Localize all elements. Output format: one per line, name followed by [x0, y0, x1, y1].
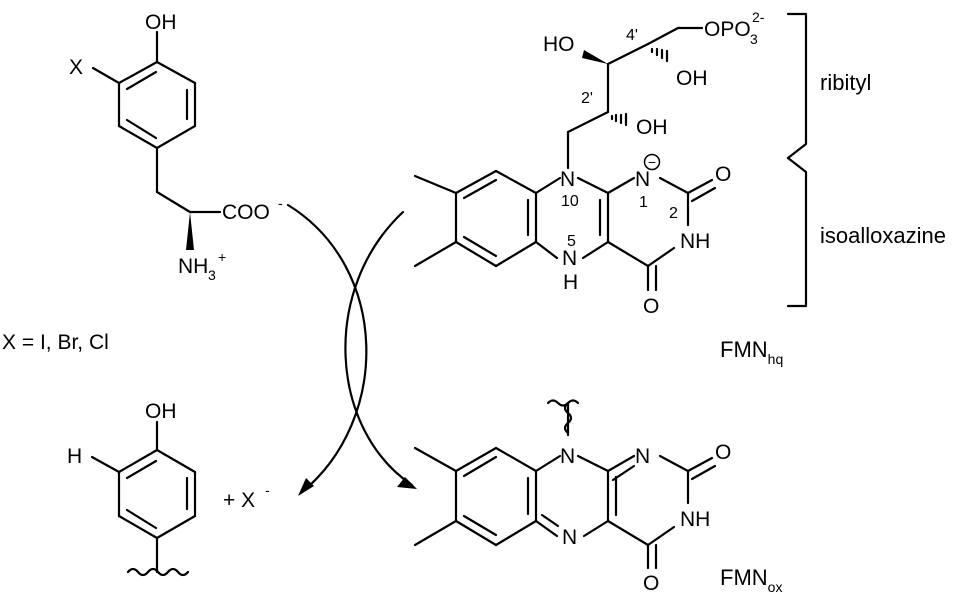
position-2: 2: [669, 205, 678, 222]
nh3-imide-label: NH: [680, 230, 710, 253]
n5-label: N: [562, 247, 577, 270]
ribityl-hash-bonds: [610, 47, 669, 127]
halogen-definition: X = I, Br, Cl: [2, 331, 109, 354]
product-oh-label: OH: [145, 400, 177, 423]
ribityl-chain-bonds: [566, 26, 704, 170]
fmn-arrowhead: [397, 477, 417, 489]
substrate-oh-label: OH: [145, 11, 177, 34]
fmnhq-to-fmnox-arrow: [344, 210, 414, 487]
product-wavy-bond: [126, 567, 190, 577]
phosphate-subscript: 3: [750, 31, 758, 47]
ox-nh-label: NH: [680, 508, 710, 531]
ox-n5-label: N: [562, 526, 577, 549]
isoalloxazine-label: isoalloxazine: [820, 223, 946, 248]
oh-mid-label: OH: [676, 67, 708, 90]
ox-c2-oxygen-label: O: [715, 441, 731, 464]
carboxylate-charge: -: [278, 195, 283, 211]
negative-charge-circle: [643, 153, 661, 171]
fmn-hq: HO OH OH OPO 3 2- 4' 2': [413, 9, 783, 367]
isoalloxazine-bracket: isoalloxazine: [786, 156, 946, 308]
ribityl-wedge: [582, 50, 608, 64]
substrate-ring-bonds: [91, 30, 222, 214]
substrate-arrowhead: [298, 478, 314, 496]
halotyrosine-substrate: OH X COO - NH 3 +: [69, 11, 283, 283]
tyrosine-product: OH H + X -: [67, 400, 270, 577]
wedge-bond: [186, 212, 194, 250]
ammonium-label: NH: [178, 255, 208, 278]
ox-c4-oxygen-label: O: [643, 572, 659, 595]
position-5: 5: [567, 233, 576, 250]
position-1: 1: [639, 194, 648, 211]
ammonium-subscript: 3: [208, 267, 216, 283]
phosphate-label: OPO: [704, 18, 751, 41]
phosphate-charge: 2-: [752, 9, 765, 25]
position-2prime: 2': [581, 90, 593, 107]
c2-oxygen-label: O: [715, 163, 731, 186]
oh-low-label: OH: [636, 116, 668, 139]
ox-n10-label: N: [560, 445, 575, 468]
ribityl-bracket: ribityl: [786, 12, 871, 160]
fmnox-label: FMNox: [720, 565, 782, 595]
n10-label: N: [560, 168, 575, 191]
product-h-label: H: [67, 445, 82, 468]
carboxylate-label: COO: [222, 201, 270, 224]
halide-label: + X: [223, 489, 255, 512]
fmn-ox: N N O NH N O FMNox: [413, 399, 782, 595]
ox-n1-label: N: [635, 445, 650, 468]
ho-left-label: HO: [543, 33, 575, 56]
substrate-to-product-arrow: [286, 203, 368, 494]
halide-charge: -: [265, 482, 270, 498]
substrate-x-label: X: [69, 56, 83, 79]
reaction-arrows: [286, 203, 417, 496]
position-4prime: 4': [626, 27, 638, 44]
negative-charge: −: [648, 154, 656, 170]
n1-label: N: [635, 168, 650, 191]
position-10: 10: [561, 193, 579, 210]
fmnhq-label: FMNhq: [720, 337, 783, 367]
n5-hydrogen-label: H: [563, 271, 578, 294]
ammonium-charge: +: [218, 249, 226, 265]
isoalloxazine-bonds: [413, 169, 717, 292]
ox-ring-bonds: [413, 446, 717, 570]
c4-oxygen-label: O: [643, 295, 659, 318]
ox-wavy-bond: [563, 401, 573, 435]
ribityl-label: ribityl: [820, 70, 871, 95]
product-ring-bonds: [90, 420, 197, 574]
